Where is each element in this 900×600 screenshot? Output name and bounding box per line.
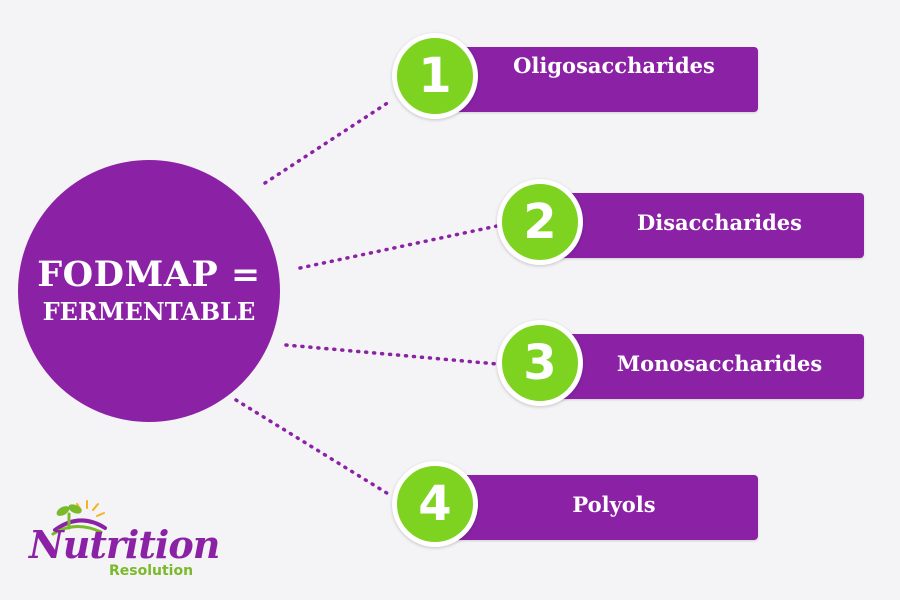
hub-title: FODMAP =: [37, 254, 261, 296]
item-label: Disaccharides: [637, 209, 802, 235]
item-label: Polyols: [572, 491, 656, 517]
item-polyols: Polyols 4: [392, 461, 758, 547]
item-label: Monosaccharides: [616, 350, 823, 376]
item-oligosaccharides: Oligosaccharides 1: [392, 33, 758, 119]
item-bar: [426, 475, 758, 540]
connector-2: [298, 224, 499, 270]
sprout-sun-icon: [51, 500, 107, 536]
logo-wordmark: Nutrition: [29, 522, 220, 567]
item-bar: [531, 193, 864, 258]
connector-4: [234, 398, 392, 497]
connector-3: [284, 343, 499, 366]
nutrition-resolution-logo: Nutrition Resolution: [25, 498, 220, 588]
fodmap-hub-circle: FODMAP = FERMENTABLE: [18, 160, 280, 422]
hub-subtitle: FERMENTABLE: [42, 296, 256, 326]
item-bar: [426, 47, 758, 112]
number-badge: 3: [497, 320, 583, 406]
item-monosaccharides: Monosaccharides 3: [497, 320, 864, 406]
number-badge: 1: [392, 33, 478, 119]
logo-subtitle: Resolution: [109, 563, 194, 579]
connector-1: [263, 98, 394, 185]
item-label: Oligosaccharides: [513, 53, 715, 78]
item-bar: [531, 334, 864, 399]
item-disaccharides: Disaccharides 2: [497, 179, 864, 265]
number-badge: 2: [497, 179, 583, 265]
number-badge: 4: [392, 461, 478, 547]
